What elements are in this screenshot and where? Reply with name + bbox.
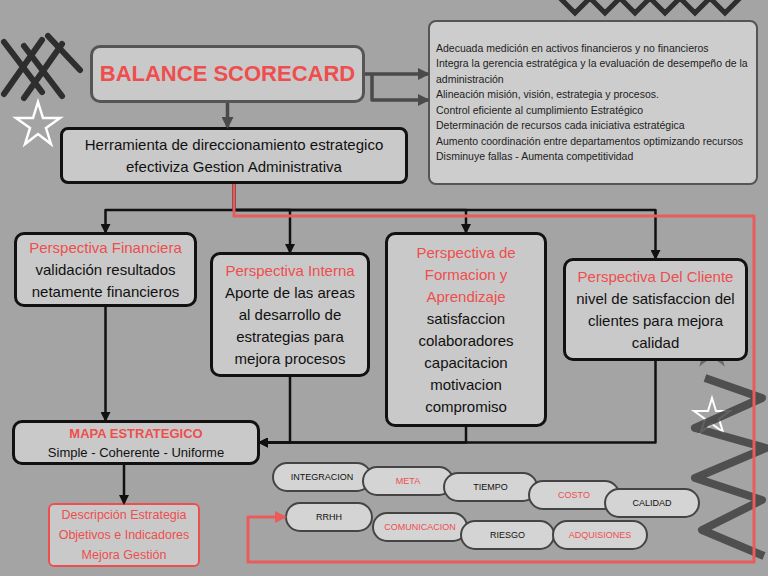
concept-pill: RIESGO (460, 520, 555, 550)
result-box: Descripción Estrategia Objetivos e Indic… (48, 503, 200, 567)
connector-arrow (234, 184, 754, 562)
connector-arrow (365, 74, 428, 100)
title-box: BALANCE SCORECARD (90, 45, 365, 103)
connector-arrow (106, 184, 235, 232)
connector-arrow (234, 184, 466, 232)
perspective-box: Perspectiva Financieravalidación resulta… (14, 232, 197, 307)
perspective-body: nivel de satisfaccion del clientes para … (571, 288, 740, 354)
map-heading: MAPA ESTRATEGICO (69, 424, 202, 443)
title-text: BALANCE SCORECARD (100, 60, 355, 88)
perspective-heading: Perspectiva Del Cliente (578, 266, 734, 288)
connector-arrow (234, 184, 656, 258)
star-doodle (16, 102, 60, 144)
pill-text: COMUNICACION (384, 521, 456, 533)
connector-line (234, 184, 656, 258)
scribble-zigzag (695, 378, 766, 556)
connector-line (234, 184, 754, 562)
connector-arrow (124, 465, 125, 503)
connector-line (260, 377, 290, 443)
benefits-box: Adecuada medición en activos financieros… (428, 20, 758, 185)
perspective-body: satisfaccion colaboradores capacitacion … (393, 308, 539, 418)
benefit-item: Alineación misión, visión, estrategia y … (436, 87, 750, 103)
connector-line (123, 465, 126, 503)
concept-pill: TIEMPO (443, 472, 538, 502)
concept-pill: INTEGRACION (272, 462, 372, 492)
connector-arrow (260, 377, 290, 443)
perspective-body: Aporte de las areas al desarrollo de est… (218, 282, 362, 370)
benefit-item: Integra la gerencia estratégica y la eva… (436, 56, 750, 87)
connector-line (226, 103, 230, 127)
connector-line (104, 307, 107, 420)
scribble-cross (4, 36, 80, 98)
benefit-item: Adecuada medición en activos financieros… (436, 41, 750, 57)
connector-line (260, 361, 656, 443)
concept-pill: RRHH (285, 502, 373, 532)
connector-arrow (260, 427, 466, 443)
pill-text: CALIDAD (632, 497, 671, 509)
connector-arrow (105, 307, 106, 420)
perspective-body: validación resultados netamente financie… (22, 259, 189, 303)
concept-pill: CALIDAD (604, 488, 700, 518)
concept-pill: ADQUISIONES (552, 520, 648, 550)
pill-text: COSTO (558, 489, 590, 501)
connector-line (365, 72, 428, 76)
pill-text: TIEMPO (473, 481, 508, 493)
connector-line (260, 427, 466, 443)
result-text: Descripción Estrategia Objetivos e Indic… (56, 505, 192, 565)
map-body: Simple - Coherente - Uniforme (48, 443, 224, 462)
benefit-item: Disminuye fallas - Aumenta competitivida… (436, 149, 750, 165)
connector-line (106, 184, 235, 232)
connector-arrow (260, 361, 656, 443)
connector-line (234, 184, 466, 232)
map-box: MAPA ESTRATEGICOSimple - Coherente - Uni… (12, 420, 260, 465)
pill-text: RRHH (316, 511, 342, 523)
connector-line (372, 74, 428, 100)
definition-text: Herramienta de direccionamiento estrateg… (67, 134, 401, 178)
perspective-box: Perspectiva de Formacion y Aprendizajesa… (385, 232, 547, 427)
concept-pill: COMUNICACION (372, 512, 468, 542)
pill-text: RIESGO (490, 529, 525, 541)
concept-pill: META (362, 466, 454, 496)
benefit-item: Control eficiente al cumplimiento Estrat… (436, 103, 750, 119)
pill-text: META (396, 475, 420, 487)
connector-arrow (227, 103, 228, 127)
definition-box: Herramienta de direccionamiento estrateg… (60, 127, 408, 184)
benefit-item: Determinación de recursos cada iniciativ… (436, 118, 750, 134)
perspective-heading: Perspectiva Financiera (29, 237, 182, 259)
perspective-box: Perspectiva InternaAporte de las areas a… (210, 252, 370, 377)
perspective-heading: Perspectiva de Formacion y Aprendizaje (393, 242, 539, 308)
pill-text: ADQUISIONES (569, 529, 632, 541)
scribble-zigzag (560, 0, 740, 13)
benefit-item: Aumento coordinación entre departamentos… (436, 134, 750, 150)
perspective-heading: Perspectiva Interna (225, 260, 354, 282)
pill-text: INTEGRACION (291, 471, 354, 483)
perspective-box: Perspectiva Del Clientenivel de satisfac… (563, 258, 748, 361)
connector-line (234, 184, 290, 252)
connector-arrow (234, 184, 290, 252)
